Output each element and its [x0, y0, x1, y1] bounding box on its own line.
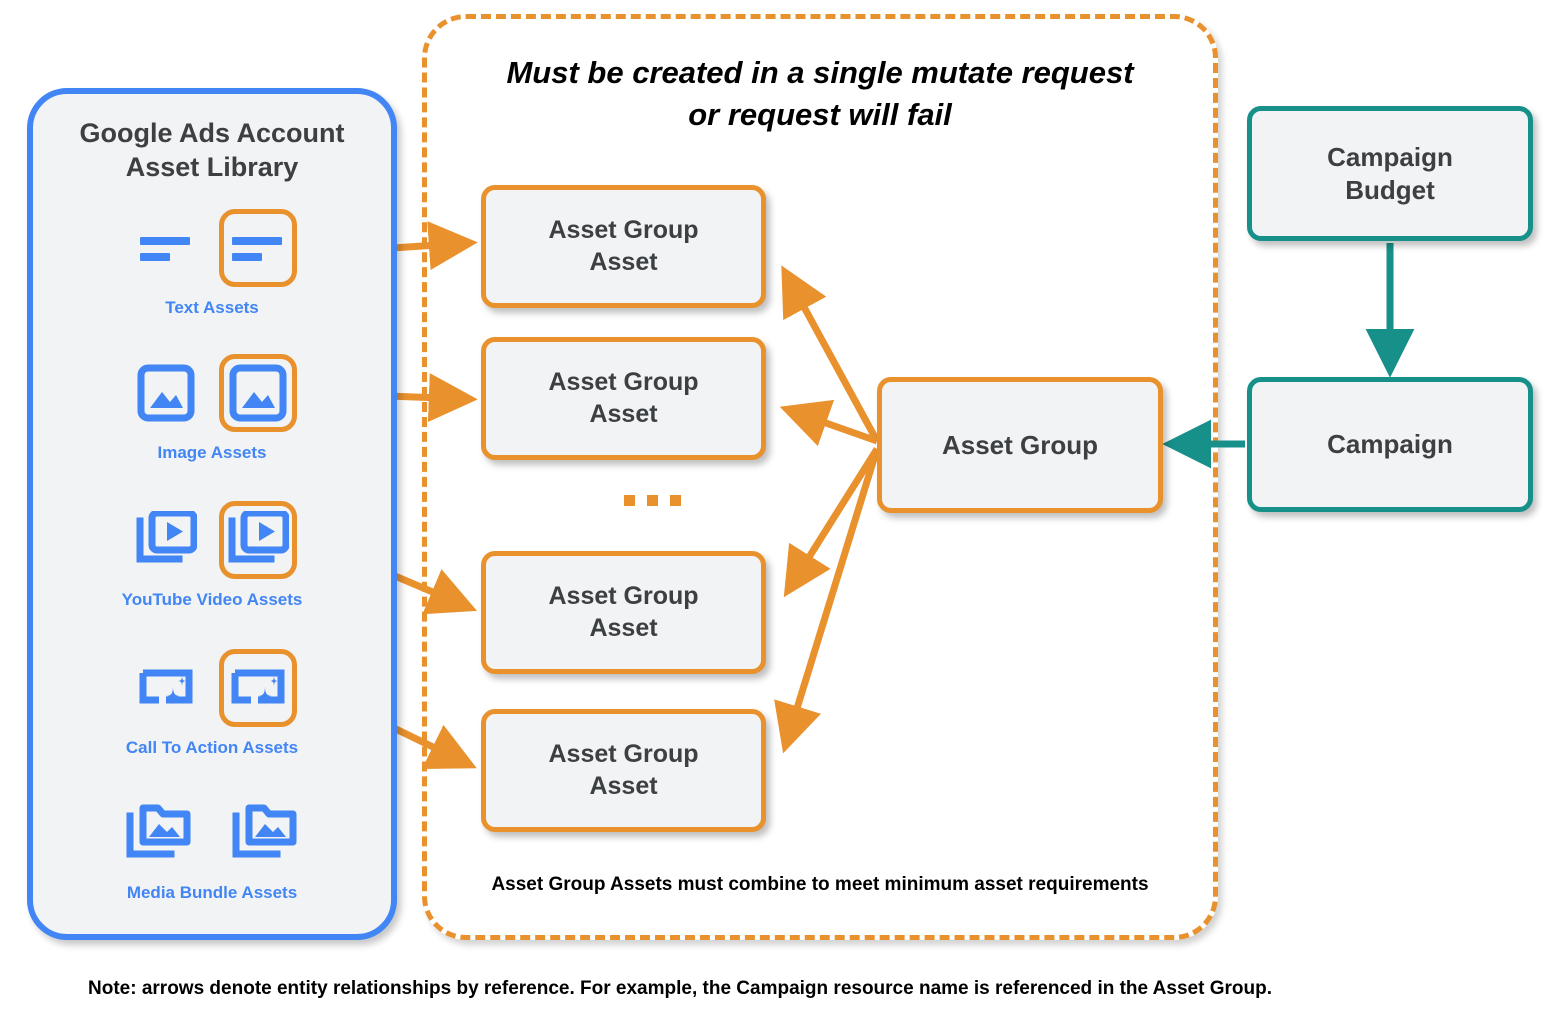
media-bundle-icon	[120, 794, 198, 872]
asset-row-text[interactable]: Text Assets	[33, 202, 391, 318]
asset-icons-media-bundle	[33, 787, 391, 879]
text-asset-icon-glyph	[140, 237, 190, 261]
asset-group-asset-node[interactable]: Asset Group Asset	[481, 185, 766, 308]
asset-row-media-bundle[interactable]: Media Bundle Assets	[33, 787, 391, 903]
mutate-request-header: Must be created in a single mutate reque…	[506, 55, 1134, 132]
image-asset-icon	[127, 354, 205, 432]
asset-row-cta[interactable]: Call To Action Assets	[33, 642, 391, 758]
footer-note: Note: arrows denote entity relationships…	[88, 978, 1272, 999]
campaign-budget-node[interactable]: Campaign Budget	[1247, 106, 1533, 241]
asset-caption-video: YouTube Video Assets	[121, 590, 303, 609]
asset-group-asset-node[interactable]: Asset Group Asset	[481, 551, 766, 674]
call-to-action-icon-selected[interactable]	[219, 649, 297, 727]
mutate-request-footnote: Asset Group Assets must combine to meet …	[491, 874, 1149, 895]
call-to-action-icon	[127, 649, 205, 727]
ellipsis-dot	[670, 495, 681, 506]
asset-library-panel: Google Ads Account Asset Library Text	[27, 88, 397, 940]
asset-group-asset-node[interactable]: Asset Group Asset	[481, 337, 766, 460]
video-asset-icon-selected[interactable]	[219, 501, 297, 579]
asset-icons-text	[33, 202, 391, 294]
image-asset-icon-glyph	[229, 364, 287, 422]
ellipsis-dot	[647, 495, 658, 506]
media-bundle-icon-glyph	[126, 804, 191, 858]
video-asset-icon-glyph	[228, 511, 289, 563]
asset-row-video[interactable]: YouTube Video Assets	[33, 494, 391, 610]
asset-icons-cta	[33, 642, 391, 734]
campaign-node[interactable]: Campaign	[1247, 377, 1533, 512]
asset-group-asset-node[interactable]: Asset Group Asset	[481, 709, 766, 832]
asset-icons-image	[33, 347, 391, 439]
text-asset-icon-glyph	[232, 237, 282, 261]
asset-row-image[interactable]: Image Assets	[33, 347, 391, 463]
asset-caption-text: Text Assets	[165, 298, 259, 317]
call-to-action-icon-glyph	[231, 669, 285, 706]
call-to-action-icon-glyph	[139, 669, 193, 706]
ellipsis-indicator	[624, 495, 681, 506]
media-bundle-icon	[226, 794, 304, 872]
video-asset-icon	[127, 501, 205, 579]
image-asset-icon-glyph	[137, 364, 195, 422]
asset-caption-cta: Call To Action Assets	[125, 738, 299, 757]
asset-caption-image: Image Assets	[157, 443, 267, 462]
asset-library-title: Google Ads Account Asset Library	[79, 118, 345, 183]
asset-icons-video	[33, 494, 391, 586]
asset-group-node[interactable]: Asset Group	[877, 377, 1163, 513]
text-asset-icon-selected[interactable]	[219, 209, 297, 287]
video-asset-icon-glyph	[136, 511, 197, 563]
image-asset-icon-selected[interactable]	[219, 354, 297, 432]
media-bundle-icon-glyph	[232, 804, 297, 858]
ellipsis-dot	[624, 495, 635, 506]
asset-caption-media-bundle: Media Bundle Assets	[126, 883, 298, 902]
text-asset-icon	[127, 209, 205, 287]
